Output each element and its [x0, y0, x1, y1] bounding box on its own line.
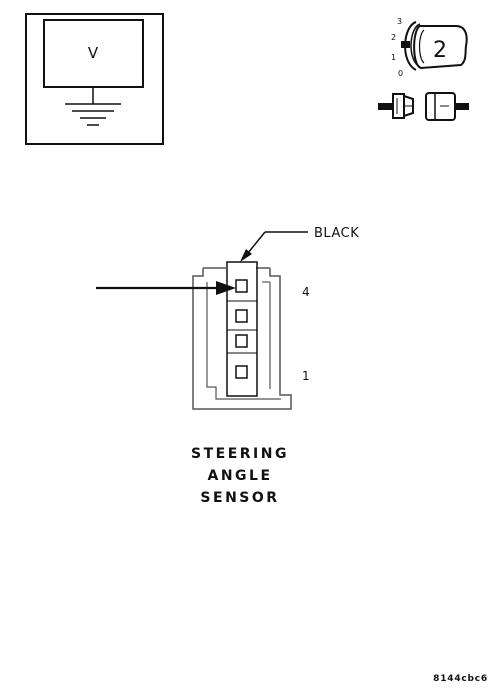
- callout-arrowhead-icon: [240, 249, 252, 262]
- ground-icon: [65, 87, 121, 126]
- connector-name-line-3: SENSOR: [200, 490, 279, 506]
- voltmeter-icon: V: [25, 13, 164, 145]
- ignition-position-2: 2: [391, 33, 396, 42]
- ignition-position-0: 0: [398, 69, 403, 78]
- ignition-key-icon: 3 2 1 0 2: [391, 17, 468, 78]
- pin-cavity-1: [235, 365, 248, 379]
- ignition-selected-position: 2: [433, 38, 447, 63]
- connector-face: 4 1: [192, 261, 310, 410]
- ignition-position-1: 1: [391, 53, 396, 62]
- pin-cavity-3: [235, 309, 248, 323]
- meter-mode-label: V: [88, 44, 99, 62]
- pin-top-label: 4: [302, 285, 310, 299]
- connector-color-callout: BLACK: [240, 226, 359, 262]
- pin-cavity-4: [235, 279, 248, 293]
- connector-disconnected-icon: [378, 92, 469, 121]
- pin-cavity-2: [235, 334, 248, 348]
- pointer-arrow-icon: [96, 281, 236, 295]
- connector-name: STEERING ANGLE SENSOR: [191, 446, 289, 506]
- connector-color-label: BLACK: [314, 226, 359, 241]
- ignition-position-3: 3: [397, 17, 402, 26]
- figure-code: 8144cbc6: [433, 674, 488, 684]
- connector-name-line-2: ANGLE: [207, 468, 272, 484]
- connector-name-line-1: STEERING: [191, 446, 289, 462]
- pin-bottom-label: 1: [302, 369, 310, 383]
